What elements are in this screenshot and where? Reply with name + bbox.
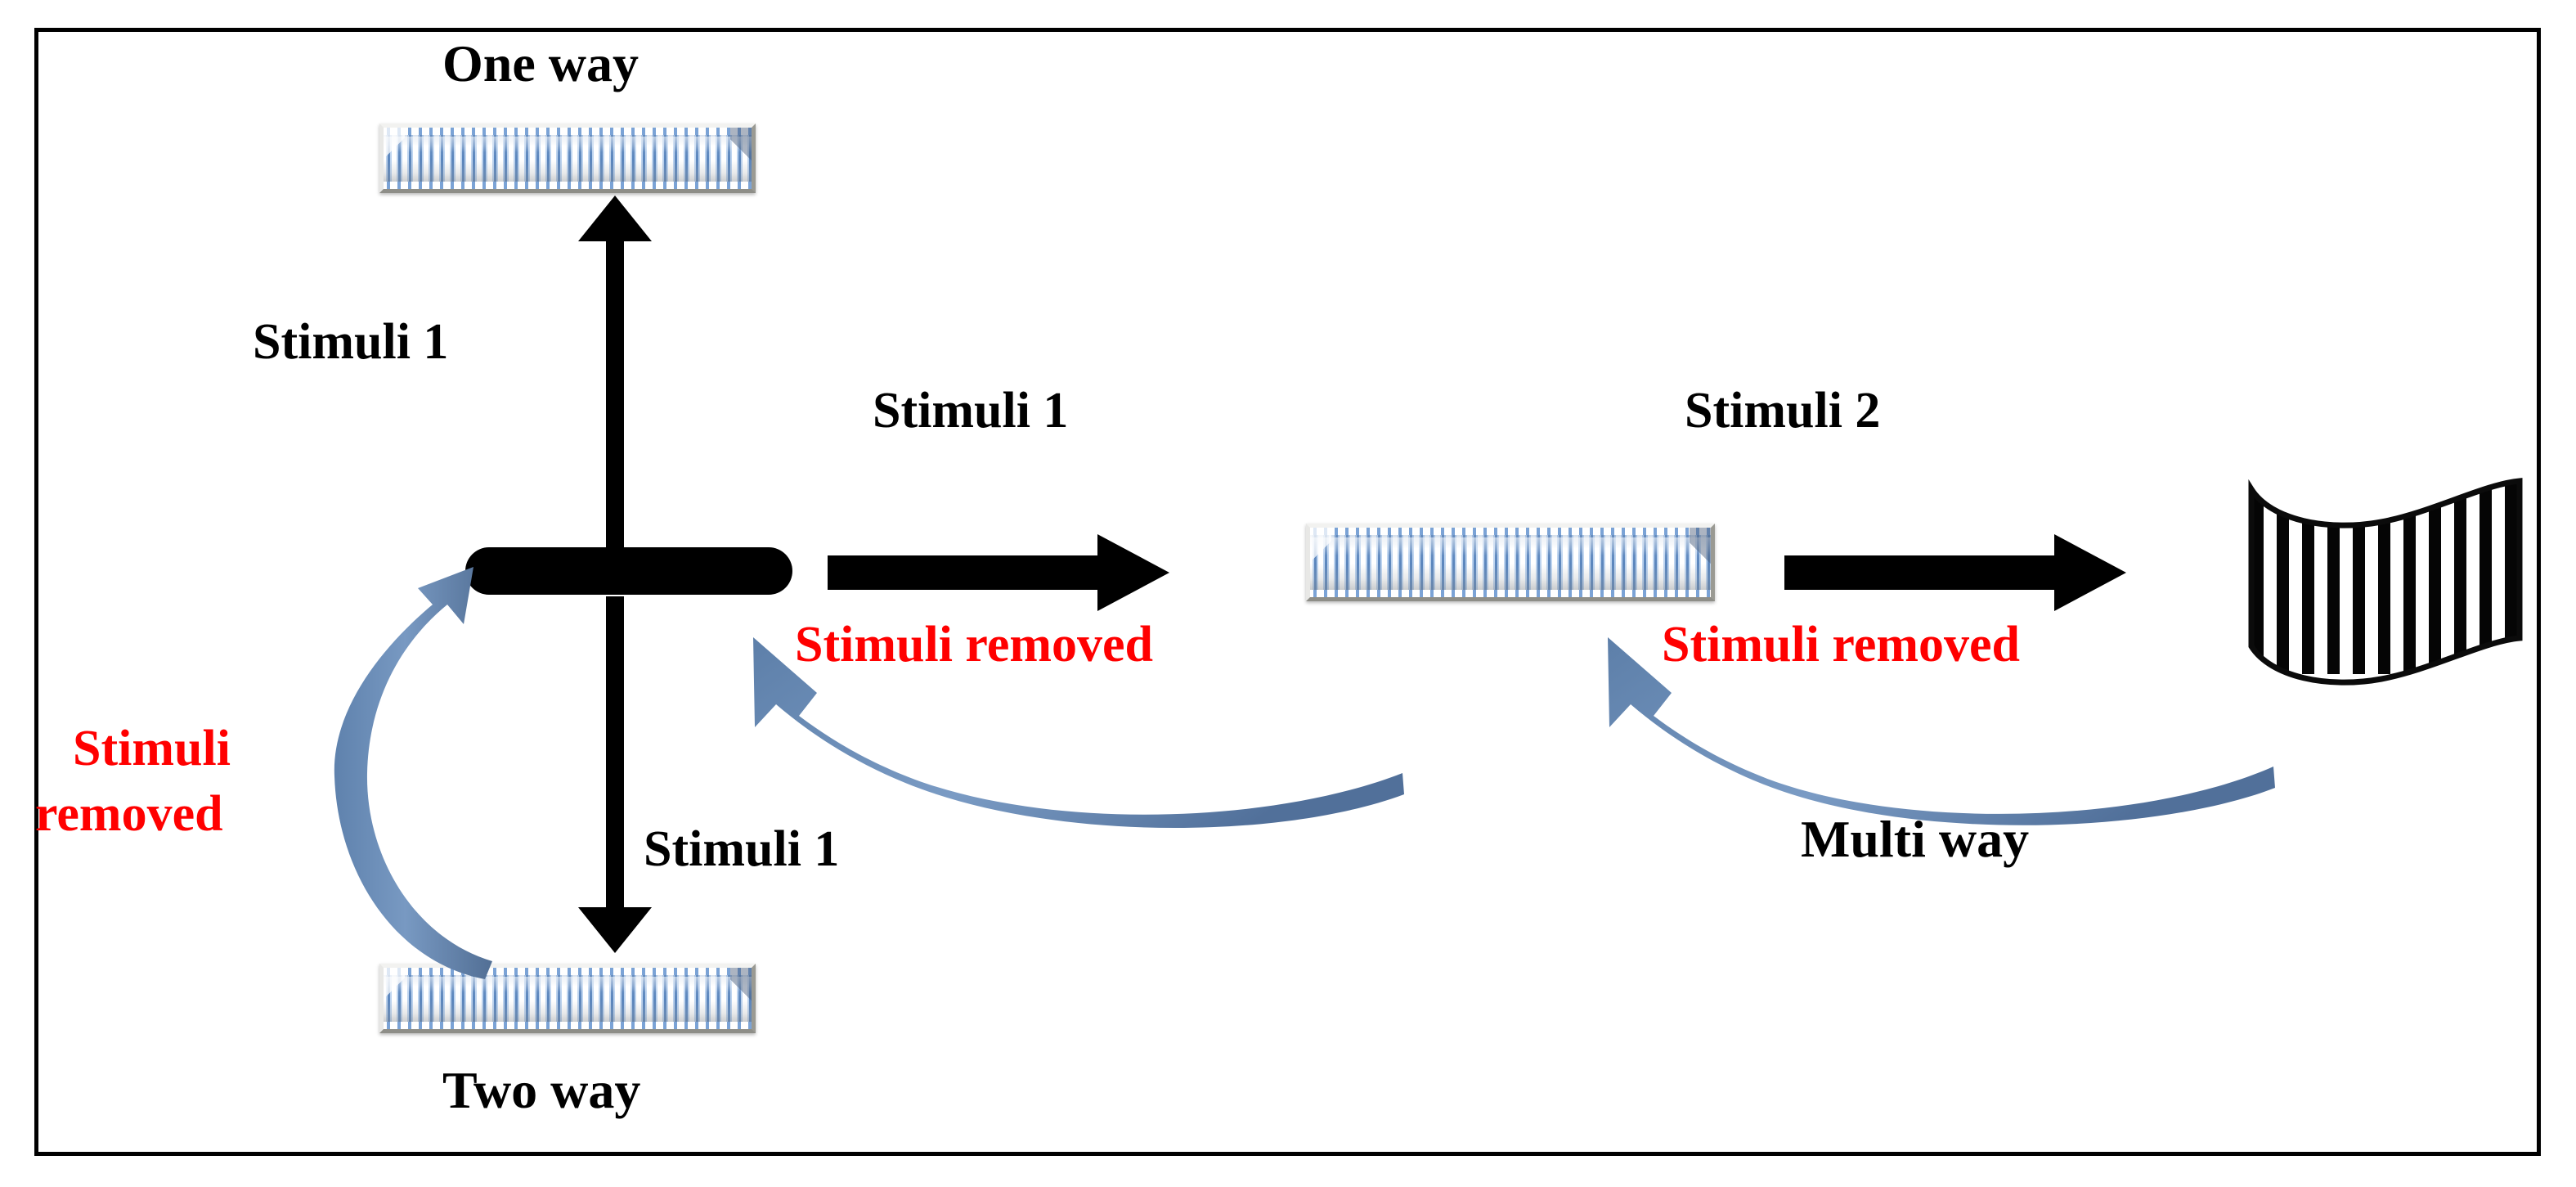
stripe-sheen	[384, 136, 752, 152]
label-stimuli-1-up: Stimuli 1	[253, 314, 449, 370]
label-stimuli-2-right: Stimuli 2	[1685, 383, 1881, 438]
stripe-bevel-right	[730, 968, 752, 1029]
label-one-way: One way	[442, 34, 639, 92]
stripe-rail-bottom	[384, 182, 752, 189]
label-stimuli-removed-left-line2: removed	[35, 786, 223, 842]
stripe-rail-top	[384, 968, 752, 975]
node-middle	[1306, 524, 1715, 601]
label-stimuli-1-down: Stimuli 1	[644, 821, 840, 877]
stripe-sheen	[384, 976, 752, 992]
label-stimuli-removed-right: Stimuli removed	[1662, 617, 2020, 672]
stripe-bevel-left	[384, 968, 405, 1029]
arrow-up-stimuli-1	[578, 196, 652, 552]
curved-arrow-stimuli-removed-right	[1608, 637, 2275, 825]
node-origin-capsule	[465, 547, 792, 595]
stripe-rail-bottom	[1310, 590, 1711, 597]
curved-arrow-stimuli-removed-left	[334, 567, 492, 979]
stripe-bevel-left	[1310, 528, 1331, 597]
label-two-way: Two way	[442, 1061, 641, 1119]
node-two-way	[379, 964, 756, 1033]
stripe-sheen	[1310, 537, 1711, 555]
node-middle-stripes	[1310, 528, 1711, 597]
curved-arrow-stimuli-removed-middle	[753, 637, 1404, 829]
label-stimuli-removed-middle: Stimuli removed	[795, 617, 1153, 672]
stripe-rail-top	[384, 128, 752, 135]
stripe-rail-bottom	[384, 1022, 752, 1029]
stripe-bevel-right	[1690, 528, 1711, 597]
figure-frame: One way Stimuli 1 Stimuli 1	[34, 28, 2541, 1156]
arrow-right-stimuli-1	[828, 534, 1169, 611]
node-one-way	[379, 124, 756, 193]
arrow-right-stimuli-2	[1784, 534, 2126, 611]
label-multi-way: Multi way	[1801, 810, 2030, 868]
node-multi-way	[2248, 478, 2523, 686]
stripe-rail-top	[1310, 528, 1711, 535]
node-one-way-stripes	[384, 128, 752, 189]
stripe-bevel-left	[384, 128, 405, 189]
label-stimuli-removed-left-line1: Stimuli	[73, 721, 231, 776]
stripe-bevel-right	[730, 128, 752, 189]
node-two-way-stripes	[384, 968, 752, 1029]
arrow-down-stimuli-1	[578, 596, 652, 953]
label-stimuli-1-right: Stimuli 1	[873, 383, 1069, 438]
